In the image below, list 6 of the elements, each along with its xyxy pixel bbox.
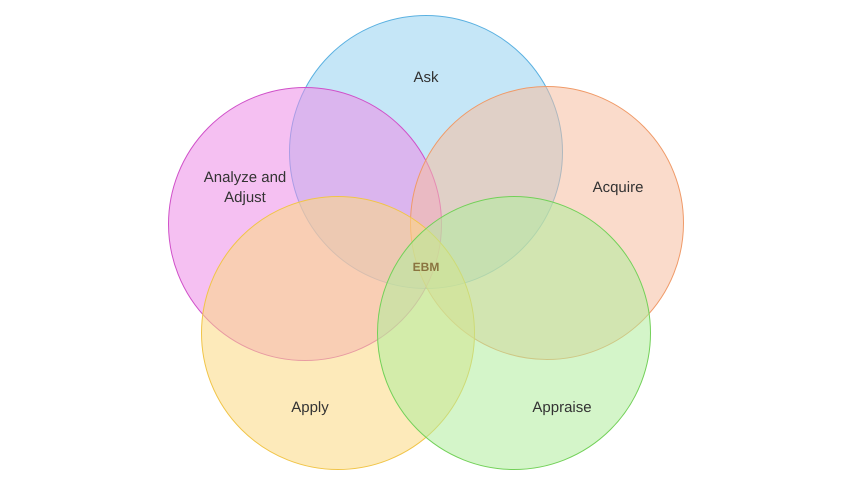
circle-label: Acquire: [592, 178, 644, 198]
circle-label: Ask: [412, 68, 440, 88]
circle-label: Apply: [290, 398, 330, 418]
center-label: EBM: [412, 260, 440, 274]
circle-label: Analyze and Adjust: [202, 168, 288, 208]
circle-label: Appraise: [531, 398, 593, 418]
